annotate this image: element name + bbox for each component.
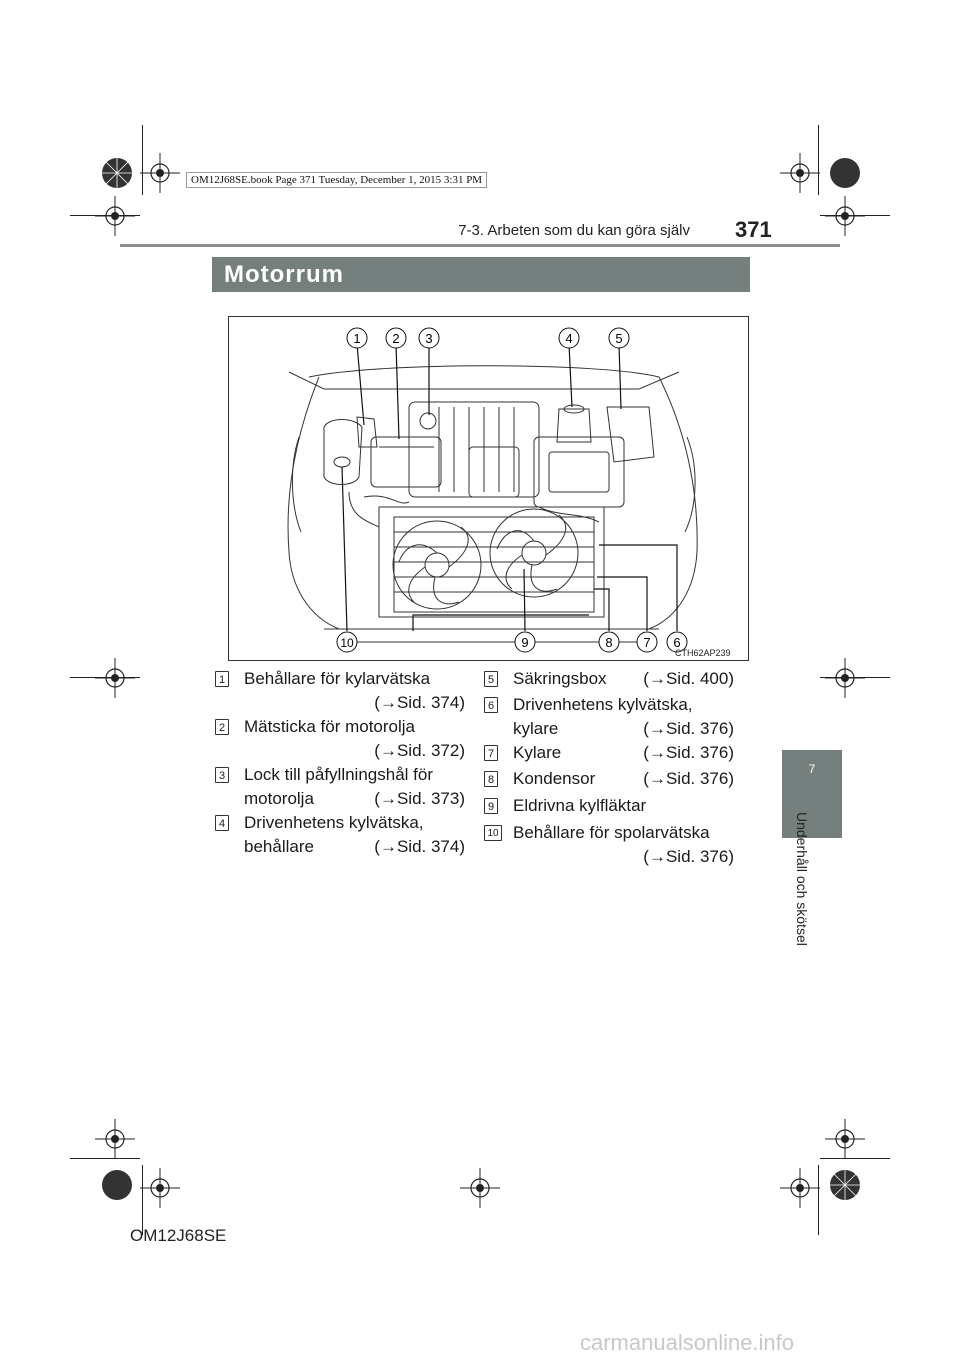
legend-page-ref: (→Sid. 376) — [643, 743, 734, 762]
callout-8: 8 — [605, 635, 612, 650]
legend-page-ref: (→Sid. 372) — [374, 741, 465, 760]
callout-10: 10 — [340, 636, 354, 650]
legend-item: 6 Drivenhetens kylvätska, kylare (→Sid. … — [484, 694, 734, 740]
registration-mark — [140, 153, 180, 193]
legend-item: 3 Lock till påfyllningshål för motorolja… — [215, 764, 465, 810]
engine-illustration: 1 2 3 4 5 10 9 8 7 6 — [287, 327, 698, 653]
legend-item: 1 Behållare för kylarvätska (→Sid. 374) — [215, 668, 465, 714]
legend-label: Kondensor — [513, 769, 596, 788]
sunburst-mark — [101, 1169, 133, 1201]
figure-code: CTH62AP239 — [675, 648, 731, 658]
header-rule — [120, 244, 840, 247]
crop-line — [818, 125, 819, 195]
running-head: 7-3. Arbeten som du kan göra själv — [458, 222, 690, 239]
legend-label-line2: behållare — [244, 837, 314, 856]
registration-mark — [95, 658, 135, 698]
legend-page-ref: (→Sid. 376) — [643, 719, 734, 738]
registration-mark — [780, 153, 820, 193]
legend-item: 2 Mätsticka för motorolja (→Sid. 372) — [215, 716, 465, 762]
legend-number: 7 — [484, 745, 498, 761]
legend-number: 4 — [215, 815, 229, 831]
page-number: 371 — [735, 217, 772, 242]
engine-compartment-figure: 1 2 3 4 5 10 9 8 7 6 — [228, 316, 749, 661]
legend-number: 5 — [484, 671, 498, 687]
sunburst-mark — [829, 1169, 861, 1201]
callout-2: 2 — [392, 331, 399, 346]
watermark: carmanualsonline.info — [580, 1330, 795, 1355]
book-info-stamp: OM12J68SE.book Page 371 Tuesday, Decembe… — [186, 172, 488, 188]
legend-number: 9 — [484, 798, 498, 814]
callout-7: 7 — [643, 635, 650, 650]
legend-item: 5 Säkringsbox (→Sid. 400) — [484, 668, 734, 692]
legend-item: 9 Eldrivna kylfläktar — [484, 795, 734, 819]
registration-mark — [140, 1168, 180, 1208]
legend-page-ref: (→Sid. 374) — [374, 693, 465, 712]
legend-label: Drivenhetens kylvätska, — [244, 813, 424, 832]
registration-mark — [780, 1168, 820, 1208]
legend-page-ref: (→Sid. 374) — [374, 837, 465, 856]
registration-mark — [825, 658, 865, 698]
legend-label: Drivenhetens kylvätska, — [513, 695, 693, 714]
legend-label: Säkringsbox — [513, 669, 607, 688]
legend-label: Eldrivna kylfläktar — [513, 796, 647, 815]
legend-label: Behållare för kylarvätska — [244, 669, 431, 688]
legend-number: 6 — [484, 697, 498, 713]
callout-5: 5 — [615, 331, 622, 346]
legend-label: Mätsticka för motorolja — [244, 717, 415, 736]
registration-mark — [825, 1119, 865, 1159]
crop-line — [142, 125, 143, 195]
legend-label: Behållare för spolarvätska — [513, 823, 710, 842]
sunburst-mark — [829, 157, 861, 189]
legend-number: 1 — [215, 671, 229, 687]
callout-6: 6 — [673, 635, 680, 650]
registration-mark — [95, 196, 135, 236]
registration-mark — [460, 1168, 500, 1208]
legend-number: 10 — [484, 825, 502, 841]
legend-label-line2: motorolja — [244, 789, 314, 808]
chapter-title: Underhåll och skötsel — [794, 812, 810, 946]
crop-line — [818, 1165, 819, 1235]
callouts-top: 1 2 3 4 5 — [346, 327, 630, 349]
legend-label: Lock till påfyllningshål för — [244, 765, 433, 784]
callout-4: 4 — [565, 331, 572, 346]
legend-item: 10 Behållare för spolarvätska (→Sid. 376… — [484, 822, 734, 868]
section-title: Motorrum — [212, 257, 750, 292]
crop-line — [820, 1158, 890, 1159]
legend-page-ref: (→Sid. 400) — [643, 669, 734, 688]
footer-code: OM12J68SE — [130, 1226, 227, 1245]
registration-mark — [825, 196, 865, 236]
callout-3: 3 — [425, 331, 432, 346]
chapter-tab: 7 — [782, 750, 842, 838]
legend-item: 7 Kylare (→Sid. 376) — [484, 742, 734, 766]
callout-1: 1 — [353, 331, 360, 346]
legend-page-ref: (→Sid. 373) — [374, 789, 465, 808]
legend-number: 2 — [215, 719, 229, 735]
crop-line — [70, 1158, 140, 1159]
sunburst-mark — [101, 157, 133, 189]
legend-item: 4 Drivenhetens kylvätska, behållare (→Si… — [215, 812, 465, 858]
legend-item: 8 Kondensor (→Sid. 376) — [484, 768, 734, 792]
crop-line — [142, 1165, 143, 1235]
callouts-bottom: 10 9 8 7 6 — [336, 631, 688, 653]
registration-mark — [95, 1119, 135, 1159]
legend-page-ref: (→Sid. 376) — [643, 769, 734, 788]
legend-number: 3 — [215, 767, 229, 783]
legend-number: 8 — [484, 771, 498, 787]
legend-label-line2: kylare — [513, 719, 559, 738]
legend-label: Kylare — [513, 743, 562, 762]
legend-page-ref: (→Sid. 376) — [643, 847, 734, 866]
callout-9: 9 — [521, 635, 528, 650]
